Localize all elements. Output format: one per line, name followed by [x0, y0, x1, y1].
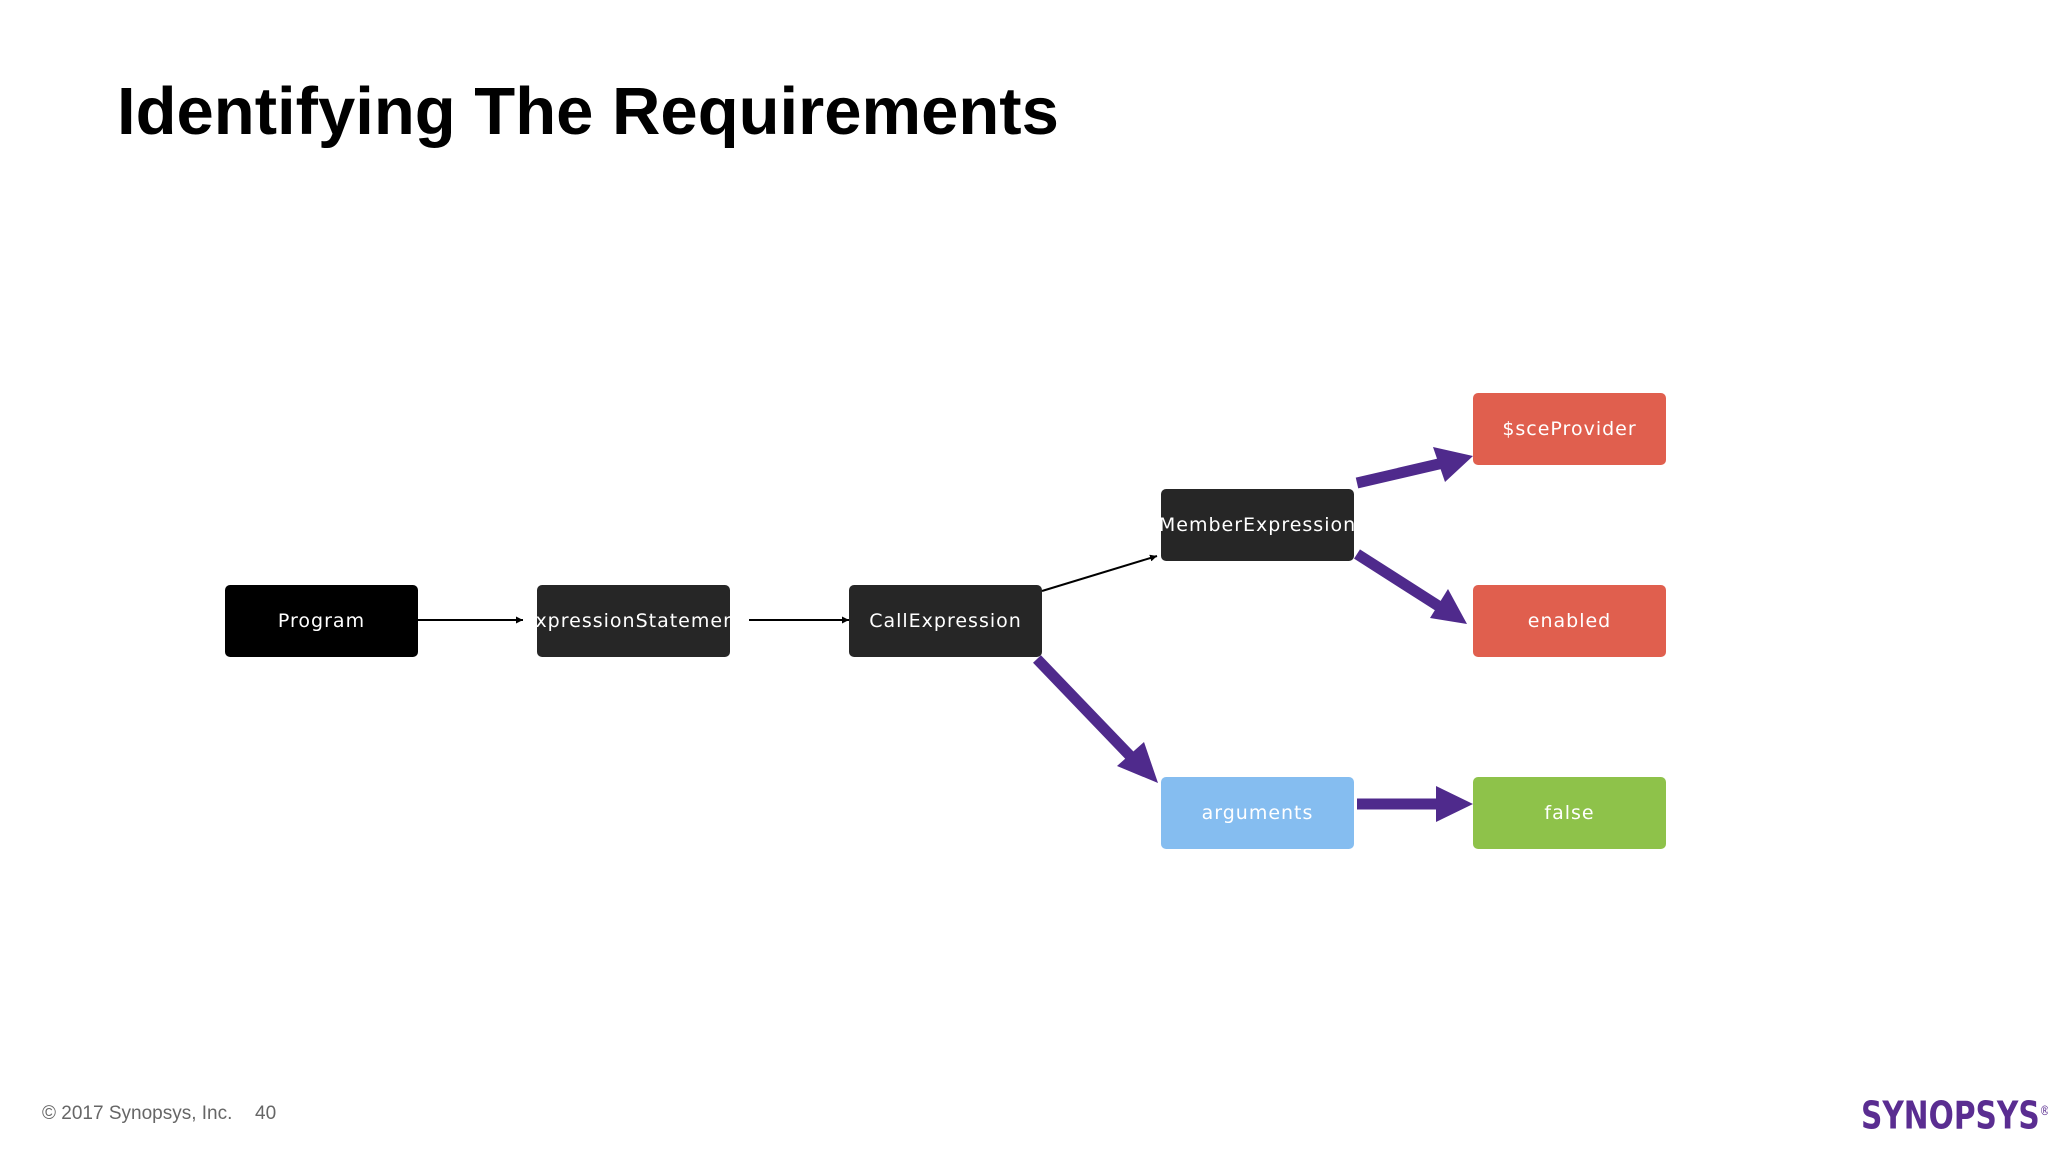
node-expression-statement: ExpressionStatement — [537, 585, 730, 657]
node-call-expression: CallExpression — [849, 585, 1042, 657]
node-arguments-label: arguments — [1201, 802, 1314, 824]
edge-callexpression-to-memberexpression — [1041, 554, 1158, 592]
synopsys-logo-text: SYNOPSYS — [1861, 1093, 2040, 1138]
node-sce-provider: $sceProvider — [1473, 393, 1666, 465]
highlight-arrow-arguments-to-false — [1357, 786, 1473, 822]
node-arguments: arguments — [1161, 777, 1354, 849]
node-call-expression-label: CallExpression — [869, 610, 1022, 632]
node-false-label: false — [1544, 802, 1595, 824]
node-sce-provider-label: $sceProvider — [1502, 418, 1637, 440]
highlight-arrow-member-to-enabled — [1354, 549, 1467, 624]
node-member-expression-label: MemberExpression — [1161, 514, 1354, 536]
highlight-arrow-call-to-arguments — [1033, 655, 1158, 783]
node-enabled: enabled — [1473, 585, 1666, 657]
node-member-expression: MemberExpression — [1161, 489, 1354, 561]
highlight-arrow-member-to-sceprovider — [1355, 447, 1473, 489]
node-program: Program — [225, 585, 418, 657]
slide-title: Identifying The Requirements — [117, 74, 1059, 149]
registered-mark: ® — [2040, 1104, 2048, 1119]
node-false: false — [1473, 777, 1666, 849]
node-program-label: Program — [277, 610, 366, 632]
node-enabled-label: enabled — [1527, 610, 1612, 632]
synopsys-logo: SYNOPSYS® — [1861, 1090, 2048, 1138]
footer-copyright: © 2017 Synopsys, Inc. — [42, 1103, 233, 1124]
node-expression-statement-label: ExpressionStatement — [537, 610, 730, 632]
footer-page-number: 40 — [255, 1103, 277, 1124]
